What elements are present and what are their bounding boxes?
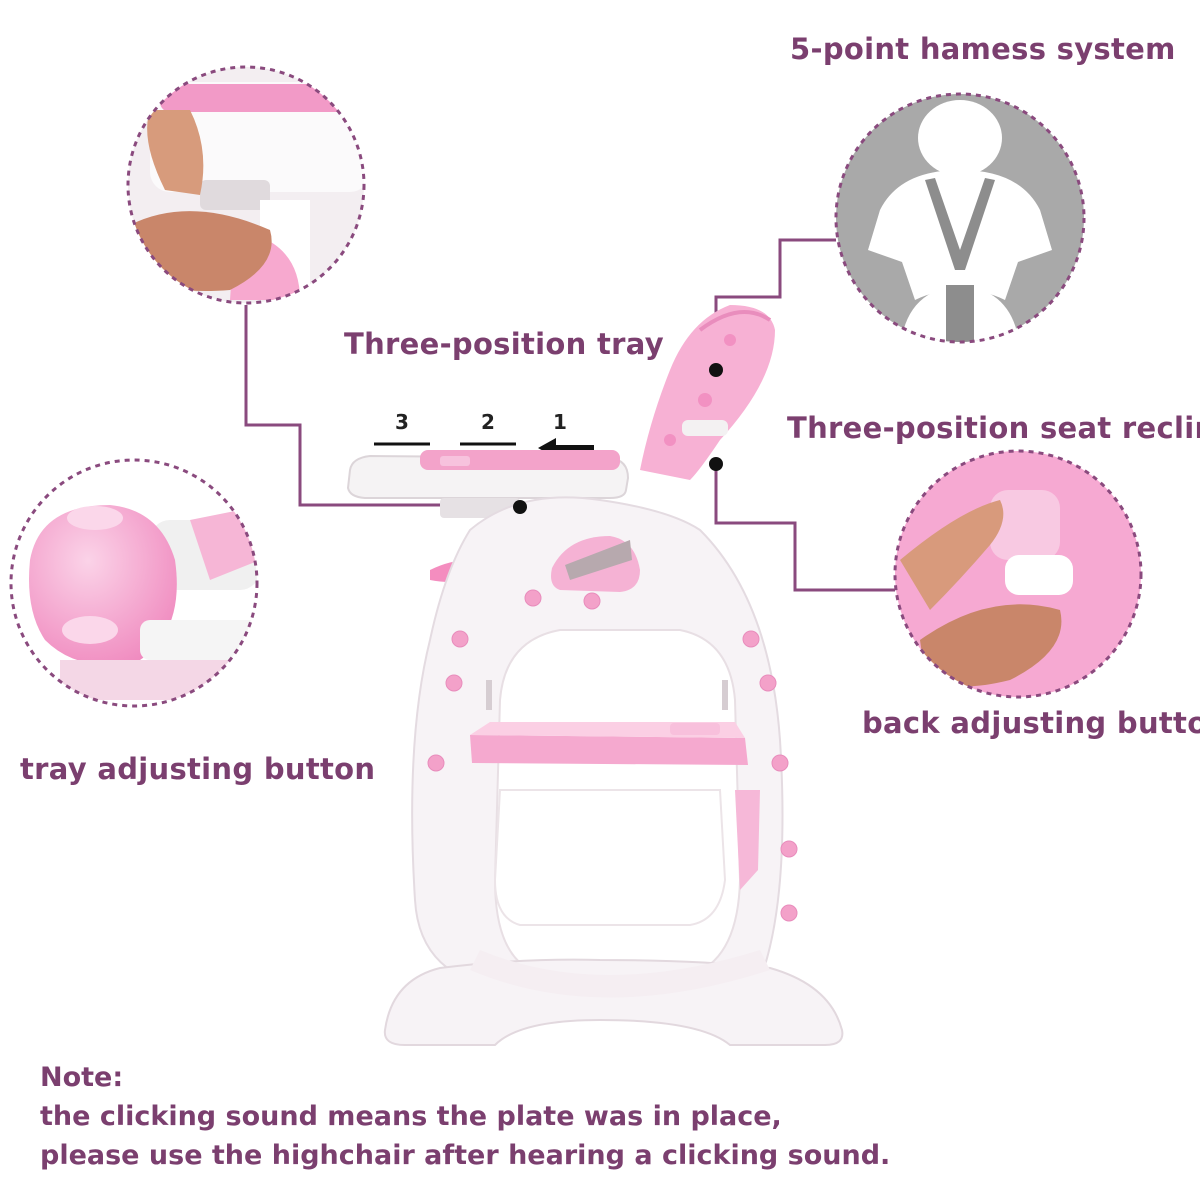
tray-button-label: tray adjusting button (20, 752, 376, 786)
note-line-1: the clicking sound means the plate was i… (40, 1101, 782, 1132)
harness-circle (834, 92, 1086, 344)
tray-position-2: 2 (481, 410, 495, 434)
back-button-label: back adjusting button (862, 706, 1200, 740)
highchair (346, 305, 844, 1046)
back-button-circle (893, 449, 1143, 699)
note-title: Note: (40, 1062, 124, 1093)
tray-position-1: 1 (553, 410, 567, 434)
tray-position-3: 3 (395, 410, 409, 434)
harness-label: 5-point hamess system (790, 32, 1176, 66)
tray-position-markers (374, 438, 594, 458)
tray-closeup-circle (126, 65, 366, 305)
recline-label: Three-position seat recline (787, 411, 1200, 445)
tray-label: Three-position tray (344, 327, 664, 361)
tray-top-circle (9, 458, 259, 708)
note-line-2: please use the highchair after hearing a… (40, 1140, 891, 1171)
